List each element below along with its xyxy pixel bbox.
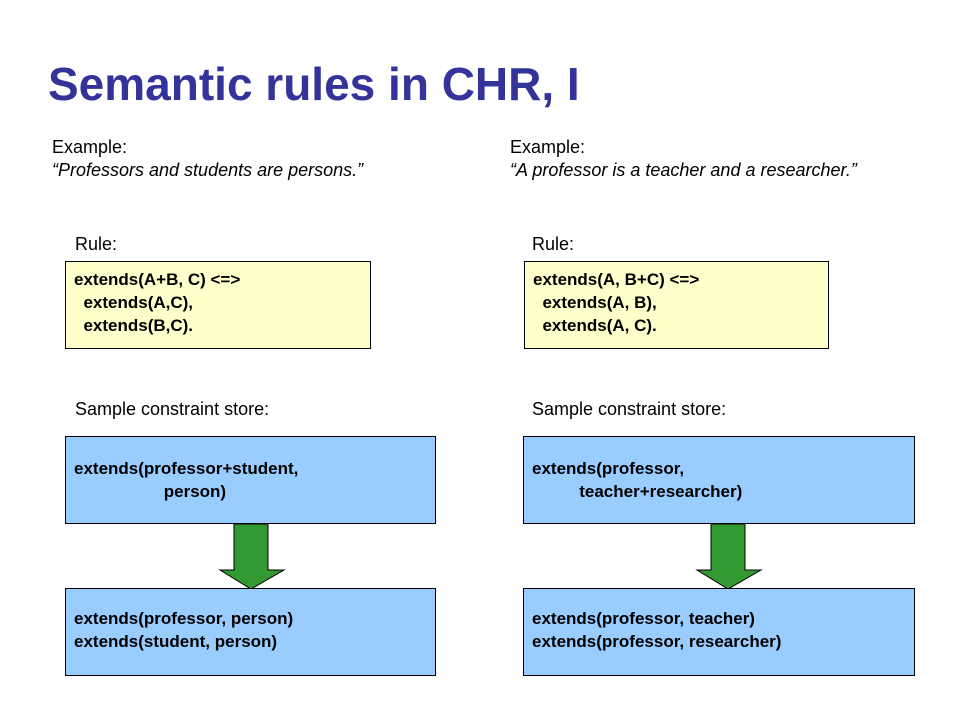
store-before-box-right: extends(professor, teacher+researcher) <box>523 436 915 524</box>
store-after-box-left: extends(professor, person) extends(stude… <box>65 588 436 676</box>
rule-label-left: Rule: <box>75 234 118 254</box>
rule-box-left: extends(A+B, C) <=> extends(A,C), extend… <box>65 261 371 349</box>
store-label-left: Sample constraint store: <box>75 399 270 419</box>
down-arrow-icon <box>695 524 763 590</box>
store-label-right: Sample constraint store: <box>532 399 727 419</box>
example-label-right: Example: <box>510 137 586 157</box>
store-after-box-right: extends(professor, teacher) extends(prof… <box>523 588 915 676</box>
rule-box-right: extends(A, B+C) <=> extends(A, B), exten… <box>524 261 829 349</box>
example-label-left: Example: <box>52 137 128 157</box>
example-quote-left: “Professors and students are persons.” <box>52 160 364 180</box>
rule-label-right: Rule: <box>532 234 575 254</box>
example-quote-right: “A professor is a teacher and a research… <box>510 160 857 180</box>
down-arrow-icon <box>218 524 286 590</box>
slide-title: Semantic rules in CHR, I <box>48 58 580 110</box>
store-before-box-left: extends(professor+student, person) <box>65 436 436 524</box>
